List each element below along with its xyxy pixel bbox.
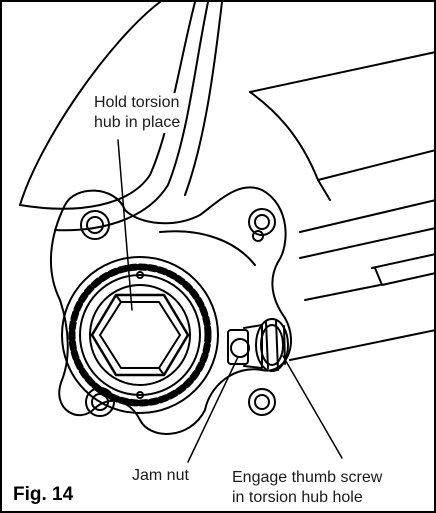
flange-plate [50, 186, 292, 435]
leader-hold [117, 139, 133, 311]
callout-jam-nut: Jam nut [130, 466, 191, 486]
torsion-hub [61, 256, 219, 414]
curved-tube [19, 1, 223, 232]
hex-nut [90, 293, 190, 377]
callout-hold-torsion-hub: Hold torsion hub in place [92, 93, 183, 133]
callout-hold-line2: hub in place [94, 114, 181, 131]
leader-jam [187, 356, 239, 463]
callout-engage-thumb-screw: Engage thumb screw in torsion hub hole [230, 468, 385, 508]
thumb-screw [227, 318, 289, 372]
axle-tube [249, 51, 436, 361]
figure-caption: Fig. 14 [10, 484, 77, 506]
leader-engage [282, 355, 343, 459]
callout-engage-line2: in torsion hub hole [232, 489, 363, 506]
leader-lines [117, 139, 343, 463]
callout-jam-nut-text: Jam nut [132, 467, 189, 484]
callout-hold-line1: Hold torsion [94, 94, 180, 111]
callout-engage-line1: Engage thumb screw [232, 469, 383, 486]
